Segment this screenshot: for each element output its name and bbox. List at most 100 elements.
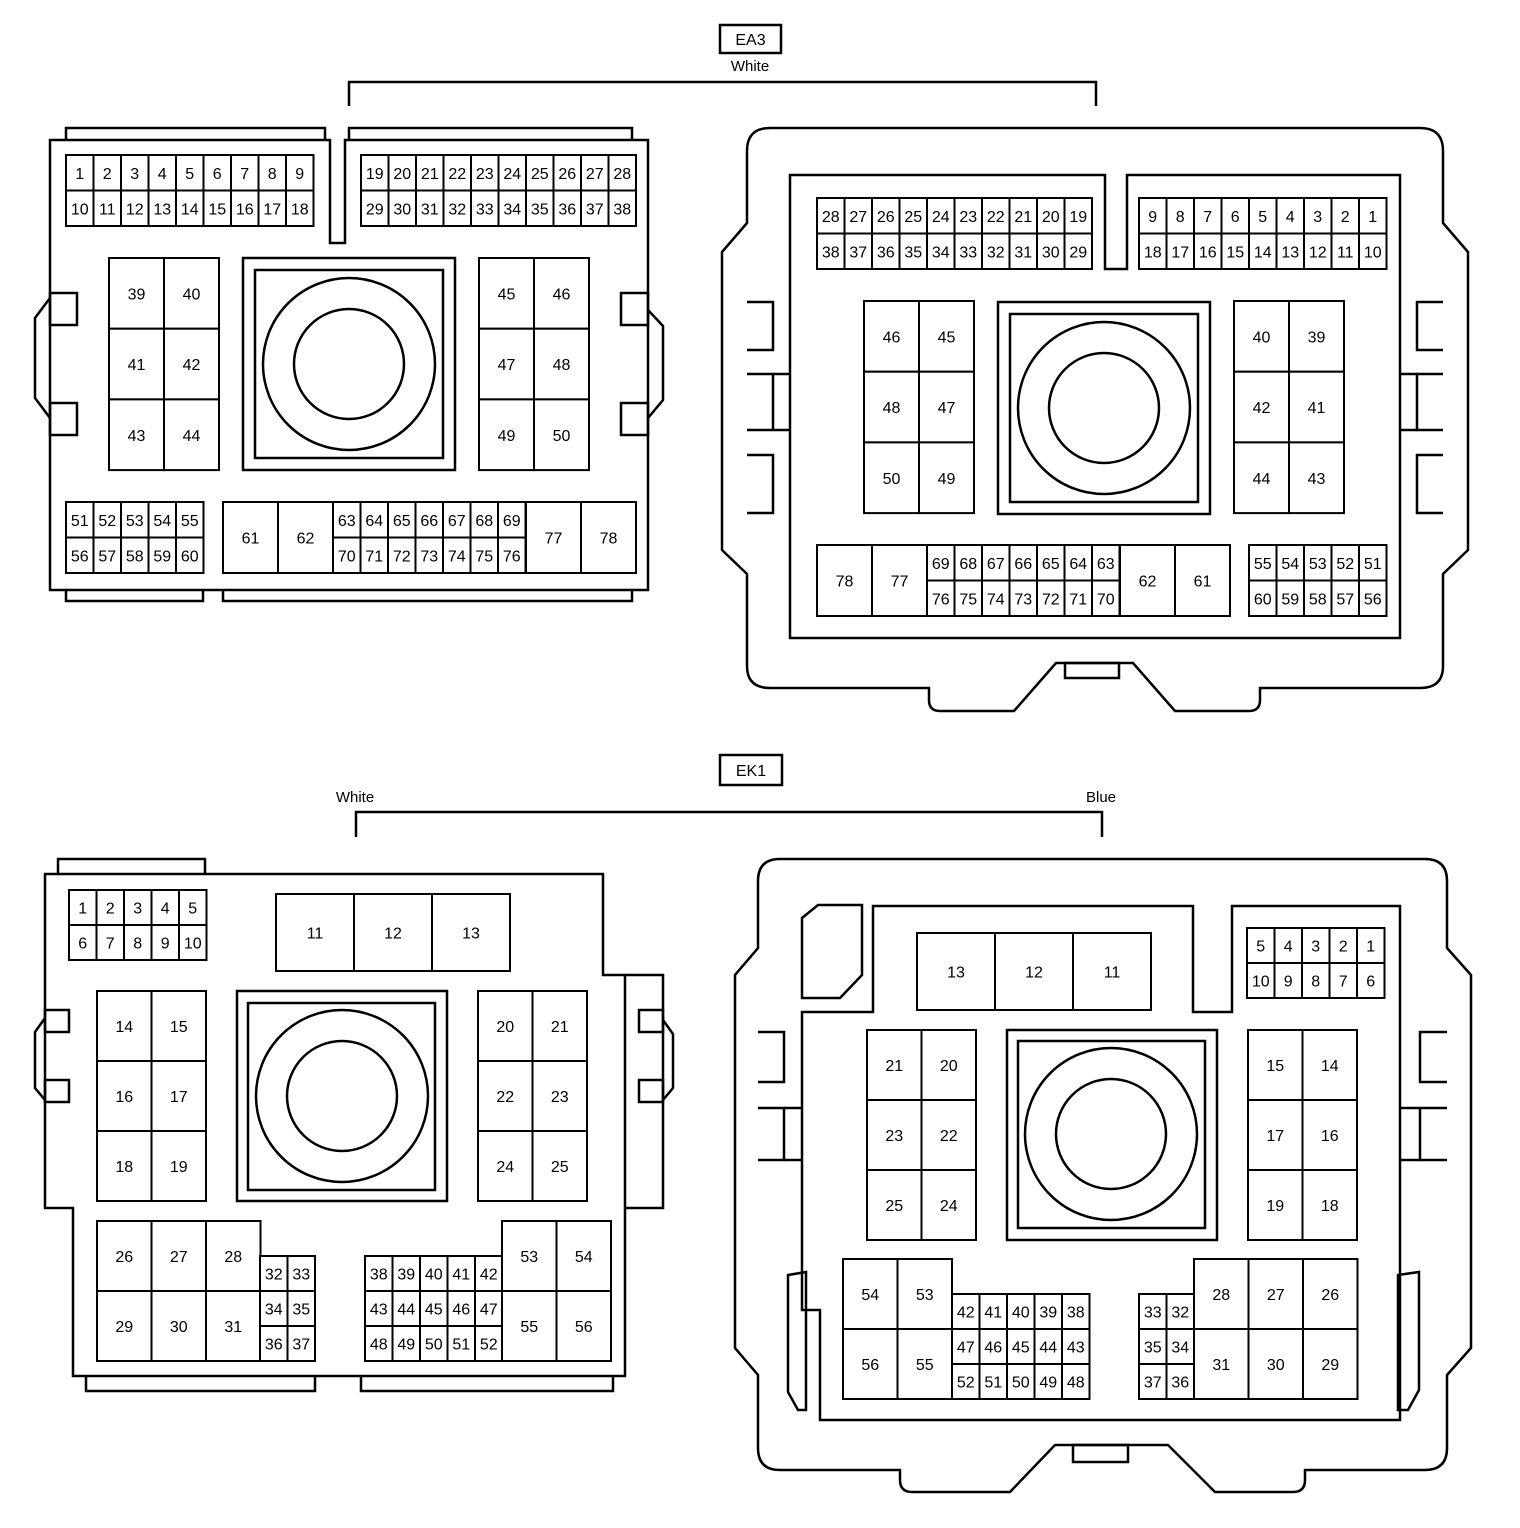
ea3l-pin-15: 15 — [208, 201, 226, 218]
ea3l-cell-53 — [120, 501, 150, 539]
ek1r-cell-37 — [1138, 1363, 1168, 1400]
ea3r-cell-69 — [926, 544, 956, 582]
ek1r-pin-19: 19 — [1266, 1198, 1284, 1215]
ea3r-pin-38: 38 — [822, 244, 840, 261]
ea3r-cell-1 — [1358, 197, 1388, 235]
ek1l-pin-15: 15 — [170, 1019, 188, 1036]
ea3r-pin-33: 33 — [959, 244, 977, 261]
ea3l-pin-20: 20 — [393, 166, 411, 183]
ea3r-pin-57: 57 — [1336, 591, 1354, 608]
ea3r-pin-22: 22 — [987, 209, 1005, 226]
ek1l-pin-33: 33 — [292, 1267, 310, 1284]
ek1l-cell-51 — [446, 1325, 476, 1362]
ek1r-pin-13: 13 — [947, 965, 965, 982]
ek1r-pin-29: 29 — [1321, 1357, 1339, 1374]
ek1l-pin-34: 34 — [265, 1302, 283, 1319]
ea3l-pin-64: 64 — [365, 513, 383, 530]
ea3l-cell-44 — [163, 398, 220, 472]
ek1r-cell-52 — [951, 1363, 981, 1400]
ea3r-pin-71: 71 — [1069, 591, 1087, 608]
ea3r-pin-41: 41 — [1308, 400, 1326, 417]
ek1l-pin-30: 30 — [170, 1319, 188, 1336]
ek1l-pin-18: 18 — [115, 1159, 133, 1176]
ek1l-cell-1 — [68, 889, 98, 926]
ea3r-pin-18: 18 — [1144, 244, 1162, 261]
ea3l-pin-67: 67 — [448, 513, 466, 530]
ek1l-pin-37: 37 — [292, 1337, 310, 1354]
ek1r-pin-51: 51 — [984, 1375, 1002, 1392]
ea3l-cell-40 — [163, 257, 220, 330]
ek1l-pin-22: 22 — [496, 1089, 514, 1106]
ea3l-pin-34: 34 — [503, 201, 521, 218]
ea3r-cell-13 — [1275, 232, 1305, 270]
ek1l-pin-50: 50 — [425, 1337, 443, 1354]
ea3r-pin-7: 7 — [1203, 209, 1212, 226]
ea3l-cell-42 — [163, 327, 220, 401]
ek1l-cell-15 — [150, 990, 207, 1062]
ea3l-pin-43: 43 — [128, 428, 146, 445]
ea3-tag: EA3 — [735, 32, 765, 49]
ea3l-pin-52: 52 — [98, 513, 116, 530]
ek1l-cell-8 — [123, 924, 153, 961]
ea3l-cell-52 — [92, 501, 122, 539]
ek1l-pin-28: 28 — [224, 1249, 242, 1266]
ek1r-pin-50: 50 — [1012, 1375, 1030, 1392]
ea3l-pin-4: 4 — [158, 166, 167, 183]
ea3l-pin-41: 41 — [128, 357, 146, 374]
ea3l-pin-57: 57 — [98, 548, 116, 565]
ea3r-pin-73: 73 — [1014, 591, 1032, 608]
ea3r-cell-16 — [1193, 232, 1223, 270]
ek1l-cell-31 — [205, 1290, 262, 1362]
ek1r-pin-10: 10 — [1252, 974, 1270, 991]
ek1l-pin-51: 51 — [452, 1337, 470, 1354]
ek1l-pin-45: 45 — [425, 1302, 443, 1319]
ek1r-pin-7: 7 — [1339, 974, 1348, 991]
ek1r-pin-37: 37 — [1144, 1375, 1162, 1392]
ek1r-pin-41: 41 — [984, 1305, 1002, 1322]
ea3r-cell-47 — [918, 370, 975, 444]
ea3r-pin-10: 10 — [1364, 244, 1382, 261]
ek1l-cell-6 — [68, 924, 98, 961]
ea3l-pin-33: 33 — [476, 201, 494, 218]
ea3l-pin-12: 12 — [126, 201, 144, 218]
ea3r-pin-56: 56 — [1364, 591, 1382, 608]
ea3l-pin-47: 47 — [498, 357, 516, 374]
ea3r-cell-57 — [1330, 579, 1360, 617]
ea3r-pin-25: 25 — [904, 209, 922, 226]
ea3r-pin-40: 40 — [1253, 329, 1271, 346]
ek1l-pin-5: 5 — [188, 901, 197, 918]
ea3l-cell-31 — [415, 189, 445, 227]
ea3l-cell-68 — [469, 501, 499, 539]
ek1l-pin-24: 24 — [496, 1159, 514, 1176]
ea3r-pin-24: 24 — [932, 209, 950, 226]
ek1r-pin-33: 33 — [1144, 1305, 1162, 1322]
ek1l-cell-33 — [286, 1255, 316, 1292]
ea3l-cell-12 — [120, 189, 150, 227]
ea3l-pin-48: 48 — [553, 357, 571, 374]
ea3r-pin-6: 6 — [1231, 209, 1240, 226]
ea3l-pin-44: 44 — [183, 428, 201, 445]
ea3l-pin-35: 35 — [531, 201, 549, 218]
ek1r-pin-22: 22 — [940, 1128, 958, 1145]
ea3r-pin-35: 35 — [904, 244, 922, 261]
ea3r-pin-54: 54 — [1281, 556, 1299, 573]
ek1l-pin-19: 19 — [170, 1159, 188, 1176]
ea3r-pin-27: 27 — [849, 209, 867, 226]
ek1l-cell-7 — [95, 924, 125, 961]
ea3l-pin-14: 14 — [181, 201, 199, 218]
ek1-left-color-label: White — [336, 789, 374, 806]
ea3l-cell-45 — [478, 257, 535, 330]
ek1r-pin-17: 17 — [1266, 1128, 1284, 1145]
ek1-bracket — [354, 810, 1104, 837]
ea3l-pin-37: 37 — [586, 201, 604, 218]
ek1r-cell-41 — [978, 1293, 1008, 1330]
ek1l-cell-45 — [419, 1290, 449, 1327]
ea3r-pin-13: 13 — [1281, 244, 1299, 261]
ea3l-pin-53: 53 — [126, 513, 144, 530]
ek1-tag-box — [718, 753, 784, 787]
ek1l-pin-23: 23 — [551, 1089, 569, 1106]
ea3r-pin-26: 26 — [877, 209, 895, 226]
ea3r-cell-6 — [1220, 197, 1250, 235]
ek1r-cell-13 — [916, 932, 996, 1011]
ek1r-cell-24 — [920, 1169, 977, 1241]
